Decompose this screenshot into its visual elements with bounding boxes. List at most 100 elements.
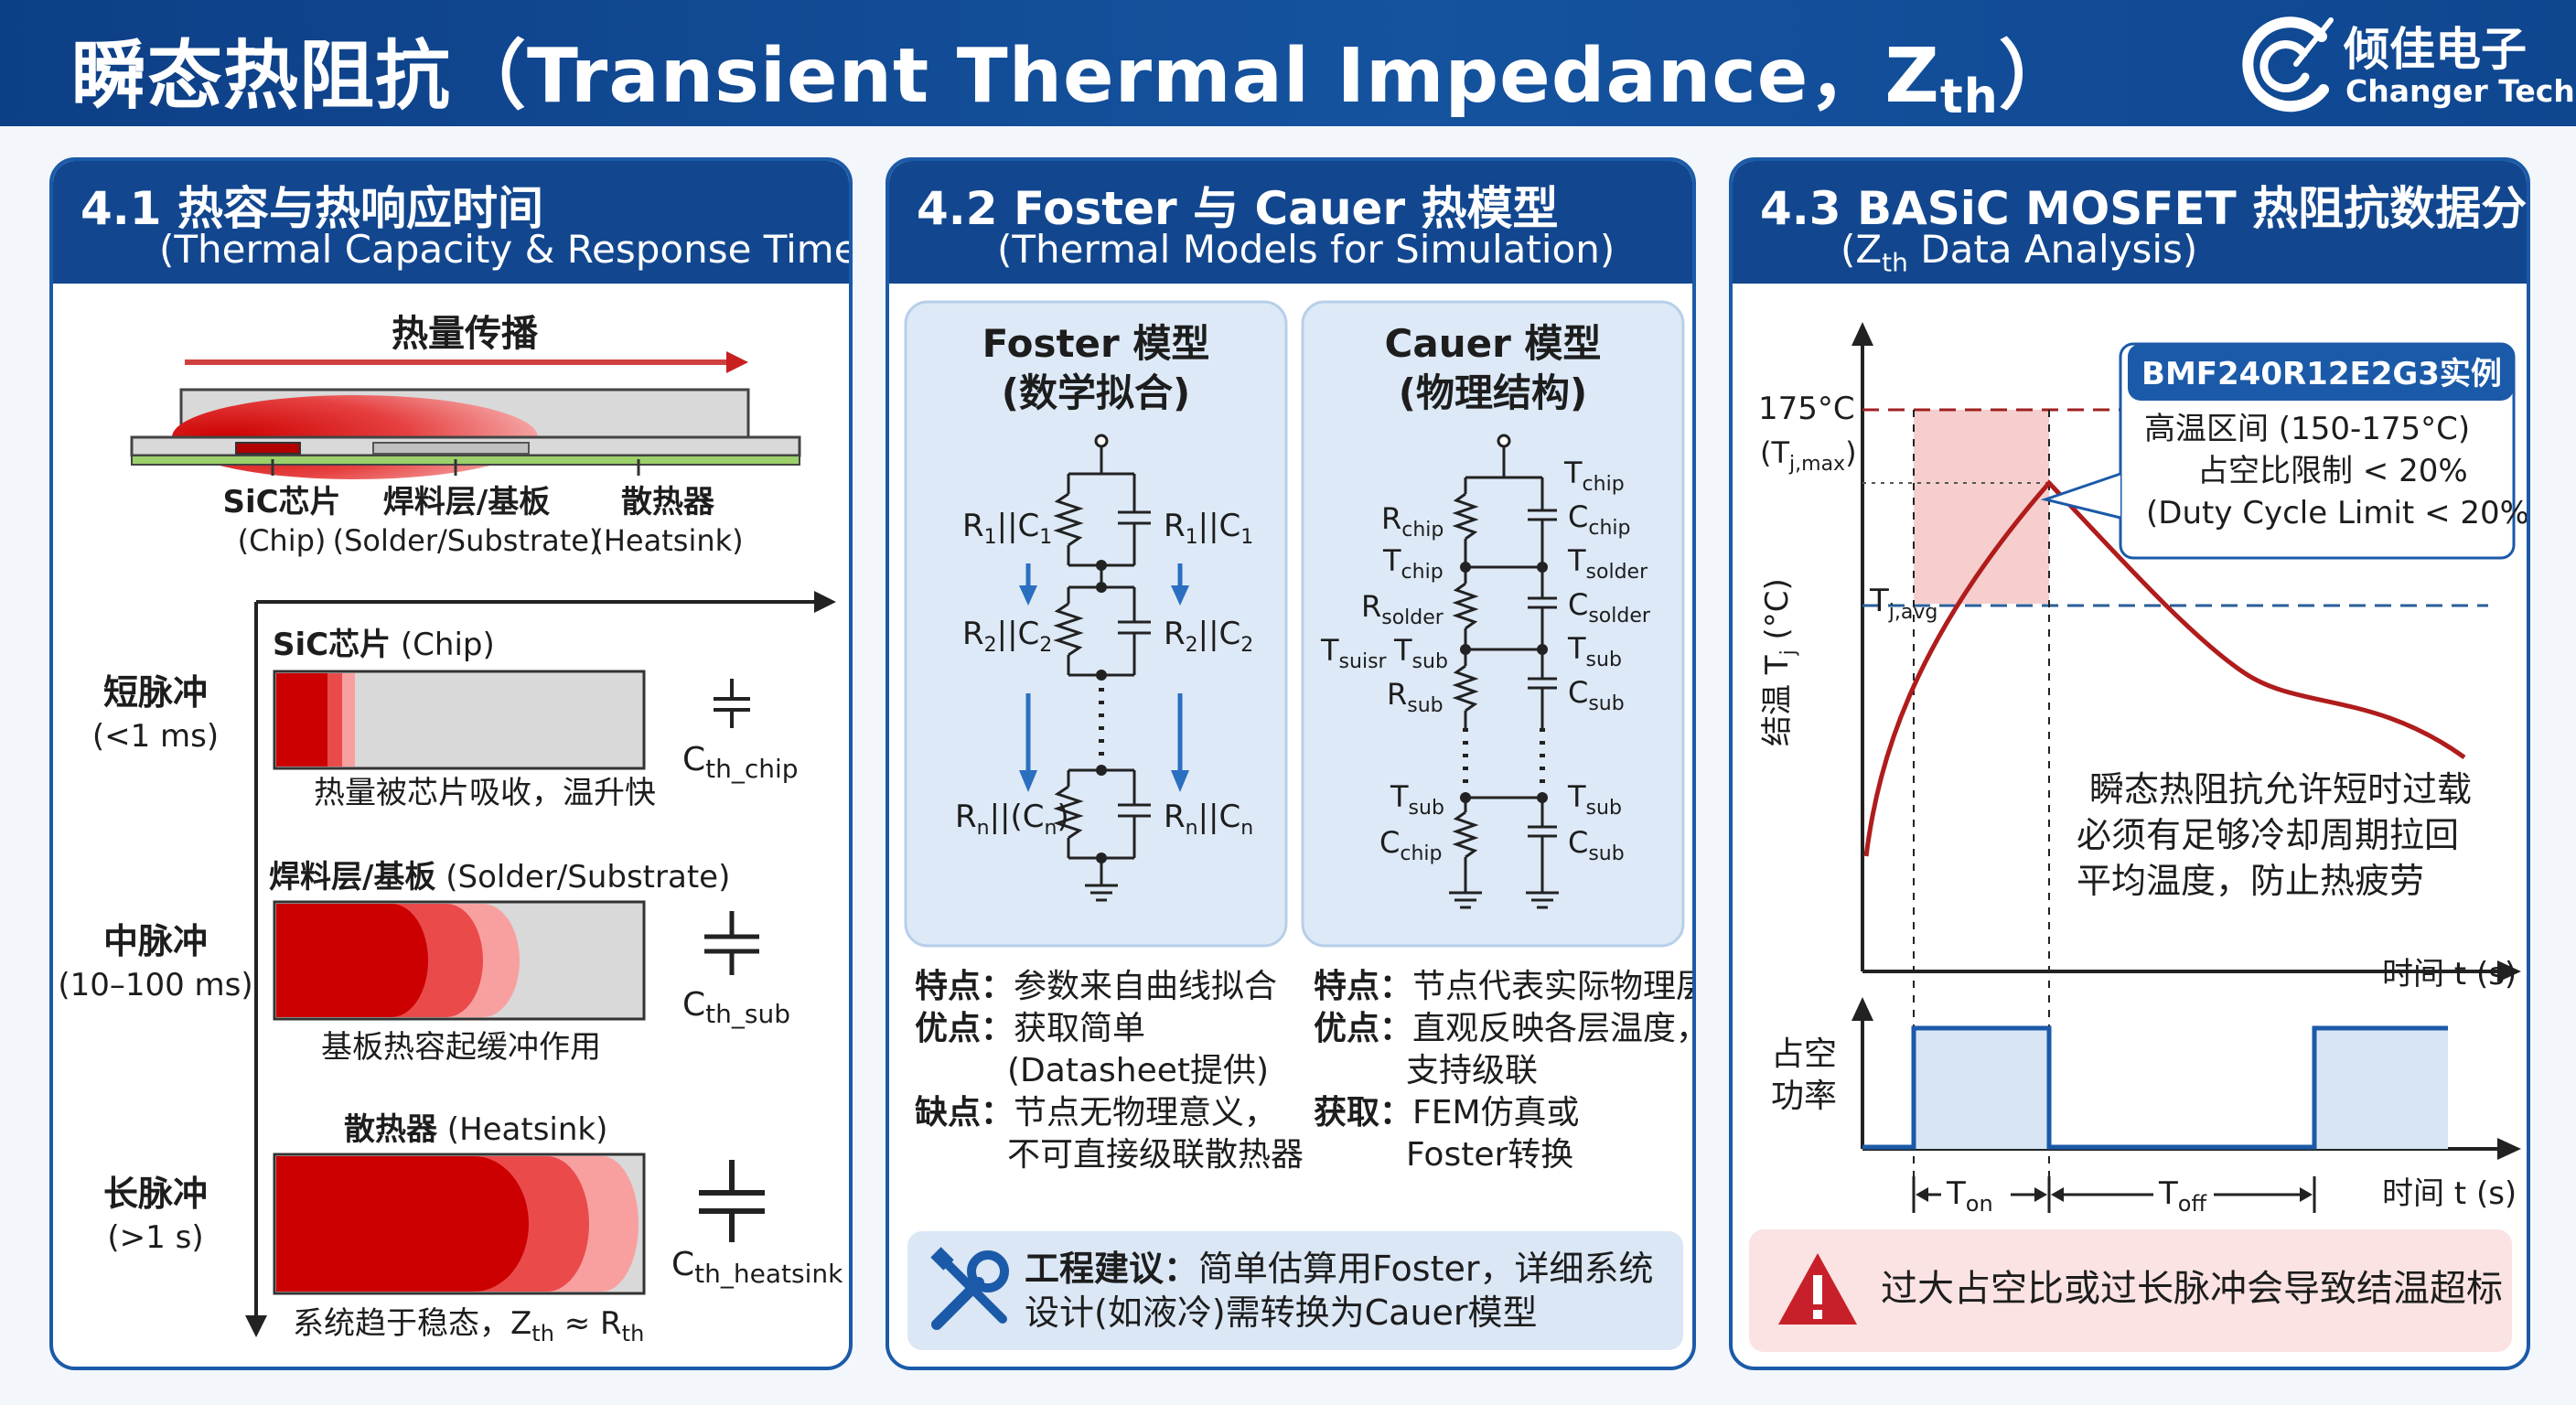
foster-label-r2c2-right: R2||C2: [1164, 616, 1253, 657]
foster-label-r2c2-left: R2||C2: [962, 616, 1052, 657]
power-pulse-2: [2314, 1028, 2448, 1149]
svg-text:高温区间 (150-175°C): 高温区间 (150-175°C): [2144, 411, 2470, 447]
company-logo: 倾佳电子 Changer Tech: [2232, 13, 2575, 115]
engineering-tip-box: 工程建议：简单估算用Foster，详细系统 设计(如液冷)需转换为Cauer模型: [907, 1231, 1683, 1350]
cauer-title: Cauer 模型: [1385, 321, 1602, 366]
short-pulse-label: 短脉冲: [103, 672, 208, 713]
power-pulse-1: [1914, 1028, 2049, 1149]
svg-text:(数学拟合): (数学拟合): [1002, 370, 1190, 415]
capacitor-sub-icon: [704, 911, 759, 975]
foster-model-card: [904, 300, 1288, 948]
note-line-3: 平均温度，防止热疲劳: [2077, 861, 2424, 901]
ton-label: Ton: [1946, 1175, 1993, 1217]
svg-text:(Chip): (Chip): [238, 523, 327, 558]
svg-text:Tsuisr: Tsuisr: [1320, 633, 1388, 673]
tools-icon: [930, 1247, 1009, 1330]
svg-text:Tsolder: Tsolder: [1567, 543, 1648, 584]
row1-layer-title: SiC芯片 (Chip): [273, 627, 495, 663]
svg-text:Rsub: Rsub: [1387, 677, 1444, 717]
svg-text:(>1 s): (>1 s): [107, 1219, 203, 1256]
svg-text:Cchip: Cchip: [1379, 825, 1442, 865]
foster-label-rncn-left: Rn||(Cn): [955, 799, 1069, 840]
logo-text-cn: 倾佳电子: [2344, 23, 2527, 76]
long-pulse-label: 长脉冲: [103, 1174, 208, 1214]
panel1-title: 4.1 热容与热响应时间: [80, 182, 543, 235]
svg-text:(Heatsink): (Heatsink): [592, 523, 743, 558]
layer-heatsink-label: 散热器: [621, 484, 715, 520]
cauer-labels-left: Rchip Tchip Rsolder Tsuisr Tsub Rsub Tsu…: [1320, 501, 1448, 865]
panel1-subtitle: (Thermal Capacity & Response Time): [159, 227, 853, 272]
row2-layer-title: 焊料层/基板 (Solder/Substrate): [269, 859, 730, 896]
layer-chip-label: SiC芯片: [222, 484, 340, 520]
panel2-title: 4.2 Foster 与 Cauer 热模型: [917, 182, 1559, 235]
logo-text-en: Changer Tech: [2345, 73, 2575, 109]
svg-text:Tsub: Tsub: [1390, 779, 1444, 820]
foster-label-rncn-right: Rn||Cn: [1164, 799, 1253, 840]
header-bar: 瞬态热阻抗（Transient Thermal Impedance，Zth） 倾…: [0, 0, 2576, 126]
panel3-header: 4.3 BASiC MOSFET 热阻抗数据分析 (Zth Data Analy…: [1733, 161, 2527, 284]
panel2-subtitle: (Thermal Models for Simulation): [997, 227, 1615, 272]
foster-notes: 特点：参数来自曲线拟合 优点：获取简单 (Datasheet提供) 缺点：节点无…: [915, 968, 1304, 1174]
svg-text:Rchip: Rchip: [1381, 501, 1444, 542]
note-line-2: 必须有足够冷却周期拉回: [2077, 815, 2459, 855]
svg-text:Cth_sub: Cth_sub: [682, 986, 790, 1029]
duty-label: 占空: [1771, 1035, 1837, 1073]
warning-text: 过大占空比或过长脉冲会导致结温超标: [1881, 1268, 2503, 1310]
tjavg-label: Tj,avg: [1869, 583, 1937, 624]
cauer-circuit: [1449, 434, 1559, 909]
svg-text:Cth_heatsink: Cth_heatsink: [671, 1246, 843, 1289]
page-title: 瞬态热阻抗（Transient Thermal Impedance，Zth）: [71, 33, 2075, 124]
cauer-labels-right: Tchip Cchip Tsolder Csolder Tsub Csub Ts…: [1563, 456, 1651, 865]
svg-text:Cchip: Cchip: [1568, 499, 1630, 540]
capacitor-heatsink-icon: [699, 1160, 765, 1242]
callout-title: BMF240R12E2G3实例: [2141, 356, 2502, 392]
svg-text:系统趋于稳态，Zth ≈ Rth: 系统趋于稳态，Zth ≈ Rth: [293, 1305, 644, 1346]
svg-text:Csolder: Csolder: [1568, 587, 1651, 627]
panel-thermal-capacity: 4.1 热容与热响应时间 (Thermal Capacity & Respons…: [49, 157, 853, 1370]
svg-text:Tchip: Tchip: [1382, 543, 1444, 584]
panel1-diagram: 热量传播 SiC芯片 (Chip) 焊料层/基板 (Solder/Substra…: [58, 313, 843, 1346]
note-line-1: 瞬态热阻抗允许短时过载: [2089, 769, 2472, 810]
zth-chart: 175°C (Tj,max) 结温 Tj (°C) Tj,avg 瞬态热阻抗允许…: [1758, 322, 2529, 1217]
panel2-header: 4.2 Foster 与 Cauer 热模型 (Thermal Models f…: [889, 161, 1692, 284]
panel-zth-analysis: 4.3 BASiC MOSFET 热阻抗数据分析 (Zth Data Analy…: [1729, 157, 2530, 1370]
foster-label-r1c1-right: R1||C1: [1164, 508, 1253, 549]
heat-flow-label: 热量传播: [392, 313, 539, 355]
y-axis-label: 结温 Tj (°C): [1759, 578, 1800, 746]
svg-text:Csub: Csub: [1568, 675, 1625, 715]
cauer-model-card: [1301, 300, 1685, 948]
svg-text:功率: 功率: [1771, 1078, 1837, 1115]
cauer-notes: 特点：节点代表实际物理层 优点：直观反映各层温度， 支持级联 获取：FEM仿真或…: [1314, 968, 1696, 1174]
capacitor-chip-icon: [714, 679, 750, 728]
layer-solder-label: 焊料层/基板: [383, 484, 550, 520]
svg-text:(10–100 ms): (10–100 ms): [58, 967, 252, 1003]
svg-text:Tchip: Tchip: [1563, 456, 1625, 496]
row3-layer-title: 散热器 (Heatsink): [344, 1111, 607, 1148]
svg-text:(物理结构): (物理结构): [1399, 370, 1587, 415]
medium-pulse-label: 中脉冲: [103, 921, 208, 961]
foster-label-r1c1-left: R1||C1: [962, 508, 1052, 549]
x-axis-label: 时间 t (s): [2382, 956, 2517, 992]
junction-temp-curve: [1863, 479, 2466, 857]
pulse-x-axis-label: 时间 t (s): [2382, 1175, 2517, 1212]
toff-label: Toff: [2158, 1175, 2206, 1217]
svg-text:(Solder/Substrate): (Solder/Substrate): [333, 523, 601, 558]
svg-text:Tsub: Tsub: [1393, 633, 1448, 673]
svg-text:Tsub: Tsub: [1567, 631, 1622, 671]
svg-text:(Tj,max): (Tj,max): [1760, 435, 1857, 476]
warning-box: 过大占空比或过长脉冲会导致结温超标: [1749, 1229, 2512, 1352]
svg-text:Csub: Csub: [1568, 825, 1625, 865]
foster-title: Foster 模型: [982, 321, 1210, 366]
svg-text:Tsub: Tsub: [1567, 779, 1622, 820]
svg-text:基板热容起缓冲作用: 基板热容起缓冲作用: [321, 1029, 601, 1066]
panel-thermal-models: 4.2 Foster 与 Cauer 热模型 (Thermal Models f…: [886, 157, 1696, 1370]
logo-mark-icon: [2242, 16, 2334, 113]
panel3-title: 4.3 BASiC MOSFET 热阻抗数据分析: [1760, 182, 2530, 235]
panel3-subtitle: (Zth Data Analysis): [1841, 227, 2198, 278]
svg-text:(<1 ms): (<1 ms): [92, 718, 219, 755]
svg-text:(Duty Cycle Limit < 20%: (Duty Cycle Limit < 20%: [2146, 495, 2529, 531]
warning-icon: [1778, 1253, 1857, 1325]
svg-text:Rsolder: Rsolder: [1361, 589, 1444, 629]
svg-text:占空比限制 < 20%: 占空比限制 < 20%: [2197, 453, 2468, 489]
panel1-header: 4.1 热容与热响应时间 (Thermal Capacity & Respons…: [53, 161, 849, 284]
